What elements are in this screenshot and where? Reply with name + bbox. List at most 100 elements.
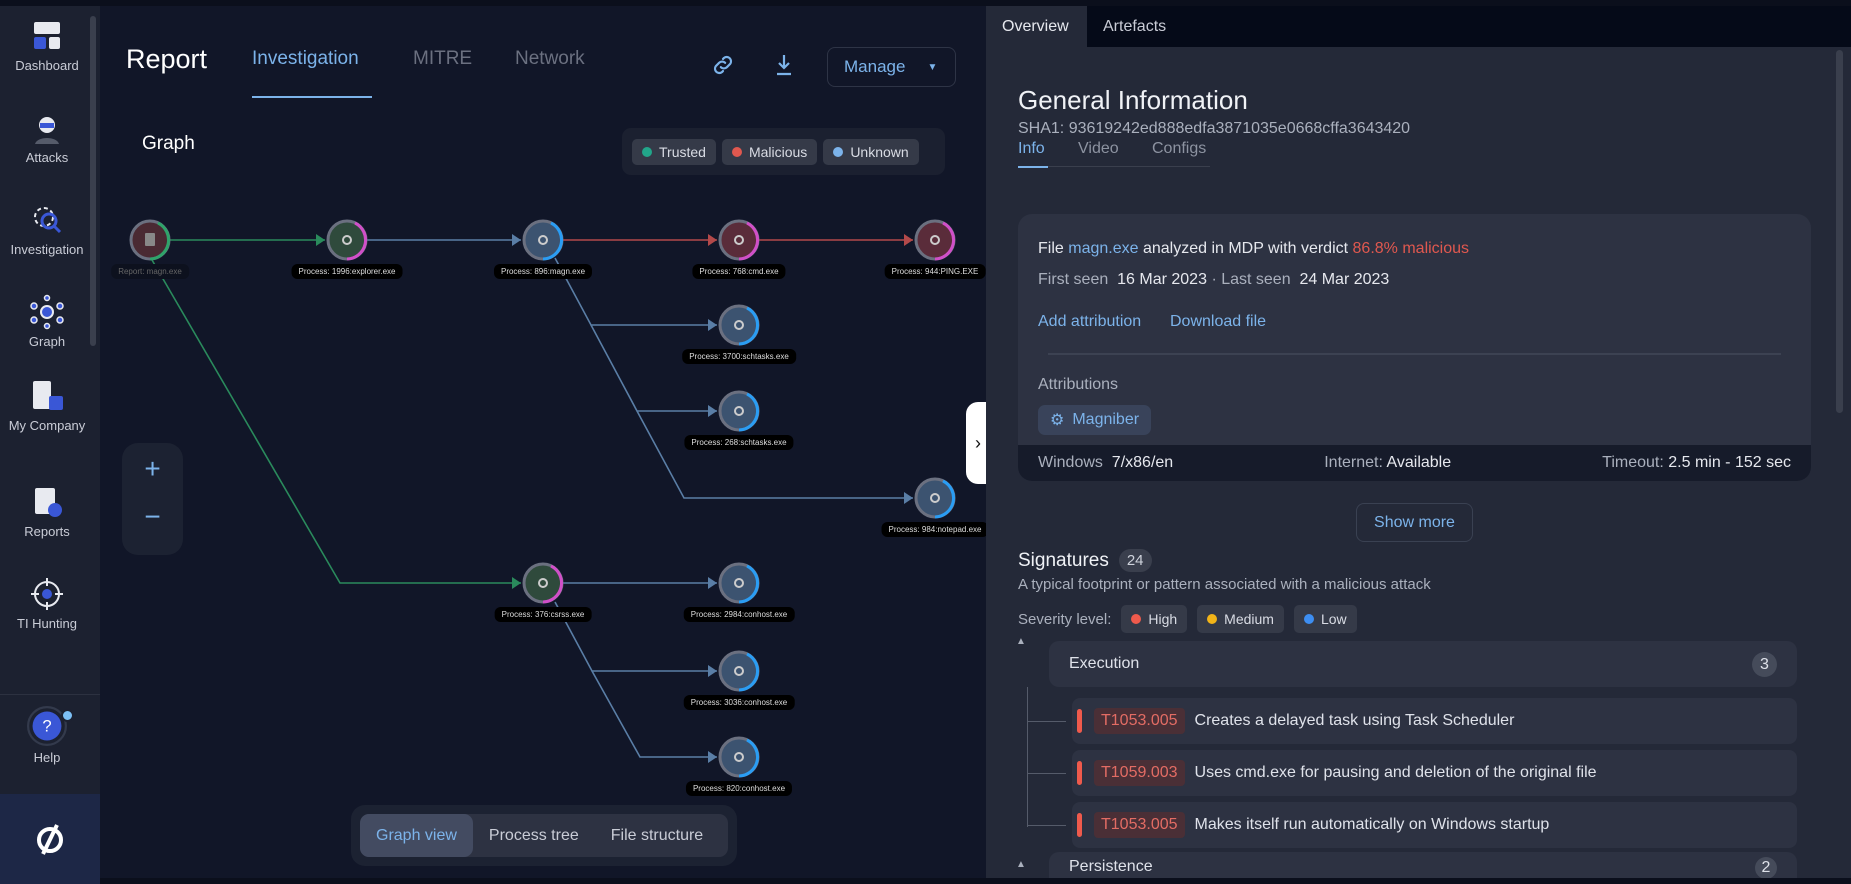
sidebar-item-ti-hunting[interactable]: TI Hunting — [0, 576, 94, 631]
gear-icon — [734, 406, 744, 416]
sha1-hash: SHA1: 93619242ed888edfa3871035e0668cffa3… — [1018, 120, 1411, 137]
section-title: General Information — [1018, 85, 1248, 115]
sidebar-item-label: Attacks — [25, 150, 69, 165]
severity-low: Low — [1293, 605, 1357, 633]
sidebar-item-my-company[interactable]: My Company — [0, 378, 94, 433]
sidebar-item-reports[interactable]: Reports — [0, 484, 94, 539]
node-status-ring — [738, 652, 760, 692]
legend-malicious: Malicious — [721, 138, 818, 165]
gear-icon — [734, 320, 744, 330]
panel-scrollbar[interactable] — [1836, 50, 1843, 413]
hacker-icon — [35, 117, 59, 144]
gear-icon — [734, 752, 744, 762]
tab-investigation[interactable]: Investigation — [252, 48, 359, 69]
logo[interactable] — [0, 794, 100, 884]
verdict-line: File magn.exe analyzed in MDP with verdi… — [1038, 240, 1470, 257]
view-graph-view[interactable]: Graph view — [360, 814, 473, 857]
gear-icon — [538, 235, 548, 245]
graph-icon — [30, 294, 64, 330]
target-icon — [31, 578, 63, 610]
sidebar-item-investigation[interactable]: Investigation — [0, 202, 94, 257]
edge-arrow-icon — [708, 577, 717, 589]
view-process-tree[interactable]: Process tree — [488, 827, 579, 844]
graph-edge — [590, 324, 717, 412]
mitre-code[interactable]: T1053.005 — [1094, 812, 1185, 838]
graph-title: Graph — [142, 133, 195, 154]
gear-icon — [734, 666, 744, 676]
environment-bar: Windows 7/x86/en Internet: Available Tim… — [1018, 445, 1811, 481]
download-icon[interactable] — [772, 52, 796, 78]
tab-network[interactable]: Network — [515, 48, 585, 69]
svg-text:?: ? — [42, 717, 51, 736]
sidebar-item-label: Graph — [28, 334, 66, 349]
zoom-out-button[interactable]: − — [144, 501, 161, 532]
sidebar-item-dashboard[interactable]: Dashboard — [0, 18, 94, 73]
mitre-code[interactable]: T1053.005 — [1094, 708, 1185, 734]
signature-text: Creates a delayed task using Task Schedu… — [1194, 712, 1515, 729]
tree-branch — [1027, 825, 1066, 826]
gear-icon — [930, 235, 940, 245]
node-status-ring — [542, 564, 564, 604]
node-status-ring — [934, 221, 956, 261]
add-attribution-link[interactable]: Add attribution — [1038, 313, 1142, 330]
subtab-video[interactable]: Video — [1078, 140, 1119, 157]
node-status-ring — [934, 479, 956, 519]
node-label: Report: magn.exe — [111, 264, 189, 279]
zoom-controls: + − — [122, 443, 183, 555]
sidebar-item-graph[interactable]: Graph — [0, 294, 94, 349]
divider — [0, 694, 100, 695]
show-more-button[interactable]: Show more — [1356, 503, 1473, 542]
file-name-link[interactable]: magn.exe — [1068, 240, 1139, 257]
node-label: Process: 3036:conhost.exe — [683, 695, 795, 710]
download-file-link[interactable]: Download file — [1170, 313, 1267, 330]
signature-item[interactable]: T1053.005 Creates a delayed task using Ta… — [1072, 698, 1797, 744]
node-status-ring — [346, 221, 368, 261]
subtab-info[interactable]: Info — [1018, 140, 1045, 157]
edge-arrow-icon — [512, 577, 521, 589]
manage-dropdown[interactable]: Manage▼ — [827, 47, 956, 87]
sidebar-item-help[interactable]: ? Help — [0, 706, 94, 765]
edge-arrow-icon — [316, 234, 325, 246]
signature-item[interactable]: T1053.005 Makes itself run automatically … — [1072, 802, 1797, 848]
sidebar-item-attacks[interactable]: Attacks — [0, 110, 94, 165]
tab-artefacts[interactable]: Artefacts — [1103, 18, 1167, 35]
collapse-execution-icon[interactable]: ▲ — [1016, 636, 1026, 647]
tab-overview[interactable]: Overview — [986, 6, 1087, 47]
edge-arrow-icon — [708, 751, 717, 763]
collapse-persistence-icon[interactable]: ▲ — [1016, 859, 1026, 870]
signature-text: Makes itself run automatically on Window… — [1194, 816, 1550, 833]
node-label: Process: 3700:schtasks.exe — [682, 349, 796, 364]
node-label: Process: 820:conhost.exe — [685, 781, 793, 796]
subtab-configs[interactable]: Configs — [1152, 140, 1207, 157]
node-label: Process: 896:magn.exe — [493, 264, 593, 279]
building-icon — [33, 381, 63, 410]
sidebar-item-label: Reports — [24, 524, 70, 539]
graph-edge — [151, 259, 521, 584]
node-status-ring — [738, 392, 760, 432]
edge-arrow-icon — [708, 405, 717, 417]
view-file-structure[interactable]: File structure — [610, 827, 704, 844]
signatures-description: A typical footprint or pattern associate… — [1018, 576, 1431, 593]
mitre-code[interactable]: T1059.003 — [1094, 760, 1185, 786]
severity-medium: Medium — [1197, 605, 1284, 633]
panel-tabs: Overview Artefacts — [986, 6, 1851, 47]
link-icon[interactable] — [710, 52, 736, 78]
zoom-in-button[interactable]: + — [144, 453, 161, 484]
graph-edge — [591, 670, 717, 758]
attribution-tag[interactable]: ⚙Magniber — [1038, 405, 1152, 435]
node-label: Process: 944:PING.EXE — [884, 264, 986, 279]
logo-icon — [37, 824, 63, 855]
page-title: Report — [126, 44, 208, 74]
tab-mitre[interactable]: MITRE — [413, 48, 473, 69]
node-status-ring — [542, 221, 564, 261]
manage-label: Manage — [844, 57, 906, 76]
verdict-value: 86.8% malicious — [1352, 240, 1470, 257]
sidebar-scrollbar[interactable] — [90, 16, 96, 346]
process-graph[interactable] — [100, 6, 986, 878]
